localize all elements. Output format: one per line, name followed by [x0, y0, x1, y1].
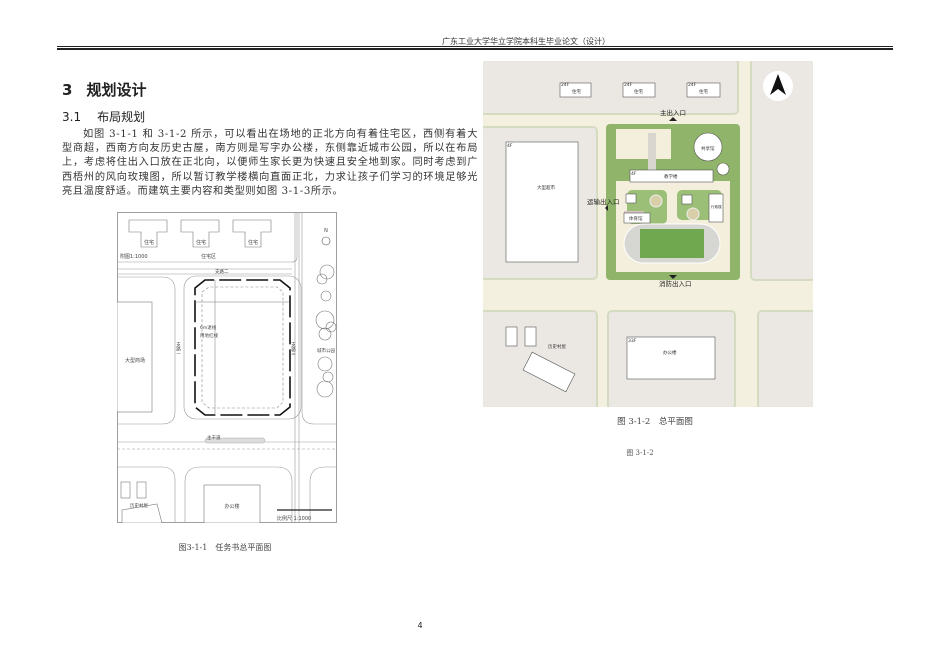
teaching-building [629, 169, 714, 183]
historic-houses-label: 历史村屋 [548, 343, 566, 350]
residence-floors-label: 24F [561, 82, 570, 88]
body-paragraph: 如图 3-1-1 和 3-1-2 所示，可以看出在场地的正北方向有着住宅区，西侧… [62, 129, 478, 197]
mall-label: 大型商场 [125, 357, 145, 364]
admin-building-label: 行政楼 [711, 204, 722, 209]
section-number: 3 [62, 81, 73, 99]
entrance-arrow-icon [669, 117, 677, 121]
residence-label: 住宅 [248, 239, 258, 246]
header-rule [57, 46, 893, 47]
supermarket-floors-label: 4F [507, 143, 513, 149]
historic-houses-label: 历史村屋 [130, 502, 148, 509]
gym-label: 体育馆 [629, 215, 643, 222]
transport-entrance-label: 运输出入口 [587, 197, 620, 206]
park-trees [315, 264, 337, 398]
task-site-plan-figure: 住宅 住宅 住宅 附图1:1000 住宅区 支路二 6m退线 用地红线 大型商场… [117, 212, 337, 523]
figure-reference: 图 3-1-2 [626, 449, 654, 457]
buildings [505, 82, 730, 393]
red-line-label: 用地红线 [200, 332, 218, 339]
teaching-floors-label: 4F [631, 171, 637, 177]
residence-label: 住宅 [634, 88, 643, 95]
office-building [203, 484, 261, 523]
residences [128, 219, 272, 248]
entrance-arrow-icon [605, 205, 608, 211]
shared-hall-building [693, 132, 723, 162]
city-park-label: 城市公园 [317, 347, 335, 354]
entrance-arrow-icon [669, 275, 677, 279]
site-block [183, 275, 302, 420]
page-number: 4 [417, 621, 423, 630]
main-entrance-label: 主出入口 [660, 108, 686, 117]
running-header: 广东工业大学华立学院本科生毕业论文（设计） [442, 37, 610, 46]
residence-label: 住宅 [699, 88, 708, 95]
office-building [626, 336, 716, 380]
section-title: 规划设计 [86, 81, 147, 99]
residential-area-label: 住宅区 [201, 253, 216, 260]
shared-hall-label: 共享馆 [701, 145, 715, 152]
office-floors-label: 33F [628, 338, 637, 344]
site-red-line [194, 279, 291, 416]
subsection-number: 3.1 [62, 110, 82, 124]
office-label: 办公楼 [224, 503, 239, 510]
header-rule-thick [57, 48, 893, 50]
supermarket-label: 大型超市 [537, 184, 555, 191]
setback-line-label: 6m退线 [200, 324, 217, 331]
subsection-title: 布局规划 [97, 110, 146, 124]
gym-building [623, 212, 651, 224]
sports-field [640, 229, 704, 258]
subsection-heading: 3.1 布局规划 [62, 108, 145, 125]
road-branch-3-label: 支路三 [291, 341, 296, 356]
master-plan-figure: 24F 24F 24F 住宅 住宅 住宅 4F 大型超市 共享馆 4F 教学楼 … [483, 61, 813, 407]
road-lines [117, 212, 337, 523]
drawing-scale-label: 附图1:1000 [120, 253, 148, 260]
figure-frame [117, 212, 337, 523]
fire-entrance-label: 消防出入口 [659, 279, 692, 288]
admin-building [708, 193, 724, 223]
road-branch-1-label: 支路一 [176, 341, 181, 356]
mall-building [117, 301, 153, 413]
supermarket-building [505, 141, 579, 263]
residence-floors-label: 24F [688, 82, 697, 88]
residence-label: 住宅 [572, 88, 581, 95]
residence-floors-label: 24F [624, 82, 633, 88]
residence-label: 住宅 [144, 239, 154, 246]
residence-label: 住宅 [196, 239, 206, 246]
setback-line [201, 286, 284, 409]
figure2-caption: 图 3-1-2 总平面图 [617, 417, 693, 427]
north-icon [321, 236, 331, 246]
figure1-caption: 图3-1-1 任务书总平面图 [178, 543, 272, 552]
section-heading: 3 规划设计 [62, 79, 146, 100]
road-branch-2-label: 支路二 [215, 268, 229, 275]
teaching-building-label: 教学楼 [664, 173, 678, 180]
historic-houses [120, 481, 163, 523]
office-label: 办公楼 [663, 349, 677, 356]
main-road-label: 主干道 [207, 434, 221, 441]
scale-bar-label: 比例尺 1:1000 [277, 515, 311, 522]
north-arrow-icon [763, 71, 793, 101]
north-label: N [324, 228, 328, 234]
